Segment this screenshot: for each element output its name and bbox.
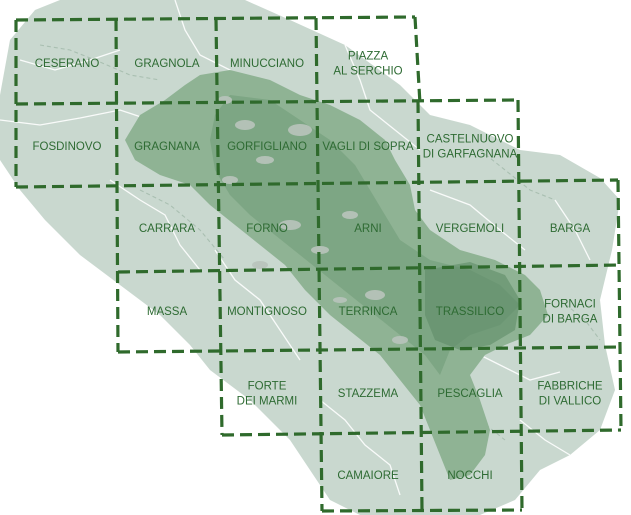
tile-label[interactable]: FABBRICHE DI VALLICO: [537, 381, 603, 408]
tile-label[interactable]: MINUCCIANO: [230, 58, 304, 70]
tile-label-line: FORTE: [248, 381, 287, 393]
tile-label-line: VAGLI DI SOPRA: [322, 141, 414, 153]
tile-label-line: AL SERCHIO: [333, 66, 402, 78]
tile-label-line: TRASSILICO: [436, 306, 504, 318]
tile-label-line: ARNI: [354, 223, 381, 235]
tile-label-line: MINUCCIANO: [230, 58, 304, 70]
tile-label[interactable]: PESCAGLIA: [437, 388, 503, 400]
tile-label[interactable]: MONTIGNOSO: [227, 306, 307, 318]
tile-label-line: GRAGNANA: [134, 141, 200, 153]
tile-label-line: CESERANO: [35, 58, 100, 70]
tile-label[interactable]: CASTELNUOVO DI GARFAGNANA: [423, 134, 518, 161]
tile-label[interactable]: MASSA: [147, 306, 188, 318]
tile-label-line: GORFIGLIANO: [227, 141, 307, 153]
tile-label[interactable]: CARRARA: [139, 223, 196, 235]
tile-labels: CESERANO GRAGNOLA MINUCCIANO PIAZZA AL SERCH…: [32, 51, 602, 483]
tile-label-line: TERRINCA: [339, 306, 398, 318]
tile-label[interactable]: ARNI: [354, 223, 381, 235]
tile-label-line: FORNACI: [544, 299, 596, 311]
tile-label[interactable]: FOSDINOVO: [32, 141, 101, 153]
tile-label-line: CARRARA: [139, 223, 196, 235]
tile-label[interactable]: VAGLI DI SOPRA: [322, 141, 414, 153]
map-grid: [14, 15, 623, 513]
tile-label-line: BARGA: [550, 223, 591, 235]
tile-label[interactable]: VERGEMOLI: [436, 223, 504, 235]
tile-label[interactable]: FORNO: [246, 223, 288, 235]
tile-label-line: FABBRICHE: [537, 381, 603, 393]
tile-label[interactable]: GORFIGLIANO: [227, 141, 307, 153]
tile-label-line: PIAZZA: [348, 51, 389, 63]
park-area-trassilico: [425, 262, 520, 350]
tile-label[interactable]: STAZZEMA: [338, 388, 399, 400]
tile-label[interactable]: GRAGNOLA: [134, 58, 200, 70]
tile-label[interactable]: CESERANO: [35, 58, 100, 70]
tile-label[interactable]: FORNACI DI BARGA: [543, 299, 598, 326]
tile-label-line: DI VALLICO: [539, 396, 601, 408]
tile-label-line: MASSA: [147, 306, 188, 318]
tile-label-line: MONTIGNOSO: [227, 306, 307, 318]
tile-label-line: DEI MARMI: [237, 396, 298, 408]
tile-label-line: PESCAGLIA: [437, 388, 503, 400]
tile-label-line: DI GARFAGNANA: [423, 149, 518, 161]
tile-label[interactable]: TERRINCA: [339, 306, 398, 318]
tile-label[interactable]: NOCCHI: [447, 470, 492, 482]
tile-label-line: STAZZEMA: [338, 388, 399, 400]
tile-label[interactable]: BARGA: [550, 223, 591, 235]
tile-label-line: FOSDINOVO: [32, 141, 101, 153]
tile-label-line: GRAGNOLA: [134, 58, 200, 70]
tile-label[interactable]: FORTE DEI MARMI: [237, 381, 298, 408]
tile-label[interactable]: CAMAIORE: [337, 470, 399, 482]
tile-label[interactable]: PIAZZA AL SERCHIO: [333, 51, 402, 78]
tile-label-line: NOCCHI: [447, 470, 492, 482]
tile-label-line: CASTELNUOVO: [427, 134, 514, 146]
tile-label[interactable]: TRASSILICO: [436, 306, 504, 318]
tile-label-line: VERGEMOLI: [436, 223, 504, 235]
tile-label[interactable]: GRAGNANA: [134, 141, 200, 153]
tile-label-line: CAMAIORE: [337, 470, 399, 482]
tile-label-line: FORNO: [246, 223, 288, 235]
tile-label-line: DI BARGA: [543, 314, 598, 326]
